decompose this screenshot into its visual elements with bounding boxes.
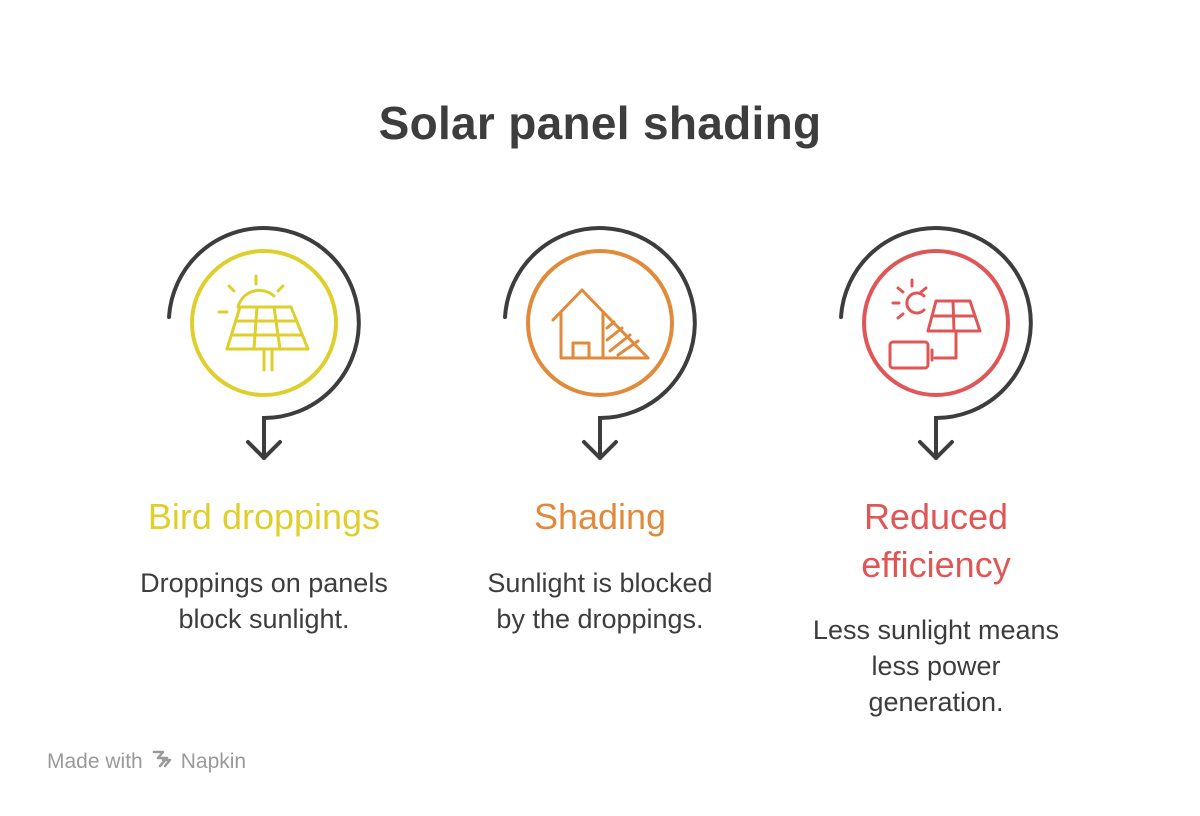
step-2-description-line-2: by the droppings. bbox=[496, 604, 704, 634]
page-title: Solar panel shading bbox=[378, 97, 822, 149]
step-3-heading-line-2: efficiency bbox=[861, 544, 1011, 585]
step-3-graphic bbox=[839, 226, 1033, 460]
solar-panel-icon bbox=[217, 274, 310, 372]
step-2-heading: Shading bbox=[533, 496, 667, 537]
step-2-graphic bbox=[503, 226, 697, 460]
step-1-description-line-2: block sunlight. bbox=[178, 604, 350, 634]
footer-brand: Napkin bbox=[180, 750, 247, 773]
step-1-circle bbox=[190, 249, 338, 397]
napkin-logo-icon bbox=[151, 748, 173, 776]
step-1-description-line-1: Droppings on panels bbox=[140, 568, 388, 598]
step-3-description: Less sunlight means less power generatio… bbox=[776, 612, 1096, 720]
step-2-description-line-1: Sunlight is blocked bbox=[487, 568, 713, 598]
step-1-heading: Bird droppings bbox=[147, 496, 381, 537]
shaded-house-icon bbox=[551, 288, 650, 360]
flow-arc-3 bbox=[839, 226, 1033, 460]
flow-arc-1 bbox=[167, 226, 361, 460]
step-1-graphic bbox=[167, 226, 361, 460]
footer-made-with: Made with bbox=[47, 750, 143, 773]
step-3-heading-line-1: Reduced bbox=[863, 496, 1009, 537]
arrow-down-icon-3 bbox=[918, 440, 954, 460]
step-2-description: Sunlight is blocked by the droppings. bbox=[440, 565, 760, 637]
step-1-description: Droppings on panels block sunlight. bbox=[104, 565, 424, 637]
step-3-heading: Reduced efficiency bbox=[776, 493, 1096, 589]
step-2-circle bbox=[526, 249, 674, 397]
step-3-description-line-1: Less sunlight means bbox=[812, 615, 1060, 645]
arrow-down-icon-2 bbox=[582, 440, 618, 460]
step-3-circle bbox=[862, 249, 1010, 397]
step-3-description-line-3: generation. bbox=[868, 687, 1004, 717]
solar-battery-icon bbox=[888, 278, 982, 370]
arrow-down-icon-1 bbox=[246, 440, 282, 460]
step-3-description-line-2: less power bbox=[871, 651, 1001, 681]
flow-arc-2 bbox=[503, 226, 697, 460]
footer: Made with Napkin bbox=[47, 748, 246, 776]
